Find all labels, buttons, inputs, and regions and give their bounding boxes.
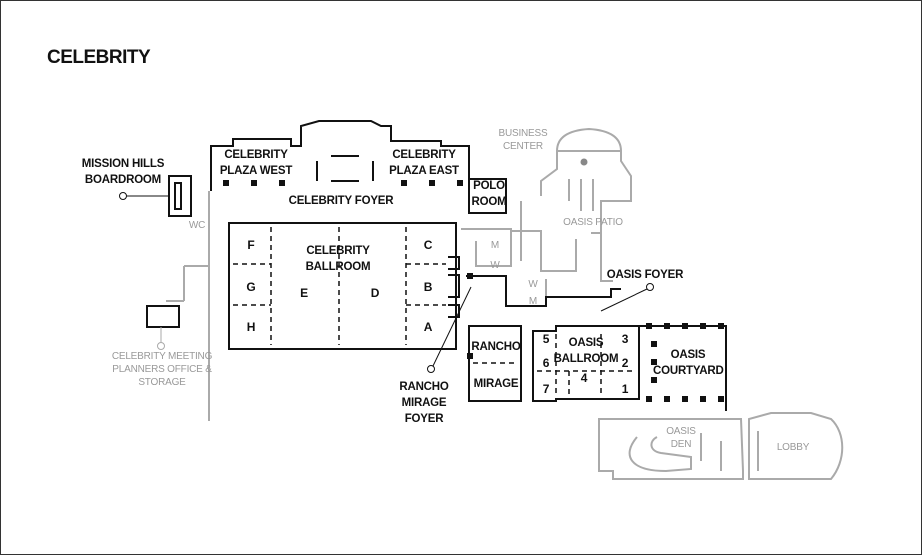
- label-restroom-w2: W: [528, 279, 538, 290]
- oasis-section-7: 7: [542, 382, 550, 396]
- rancho-mirage-outline: [468, 325, 522, 402]
- leader-lines: [119, 192, 654, 373]
- courtyard-columns: [223, 180, 724, 402]
- lobby-outline: [748, 412, 844, 480]
- label-celebrity-plaza-west: CELEBRITY PLAZA WEST: [219, 149, 293, 177]
- polo-room-outline: [468, 178, 507, 214]
- oasis-section-6: 6: [542, 356, 550, 370]
- oasis-den-outline: [598, 418, 744, 480]
- patio-lower: [511, 230, 613, 282]
- label-celebrity-ballroom: CELEBRITY BALLROOM: [305, 245, 371, 273]
- planners-corridor: [166, 265, 209, 302]
- label-lobby: LOBBY: [776, 442, 810, 453]
- plaza-center: [316, 155, 374, 182]
- label-oasis-foyer: OASIS FOYER: [606, 269, 684, 281]
- oasis-den-curve: [628, 436, 692, 473]
- label-celebrity-plaza-east: CELEBRITY PLAZA EAST: [389, 149, 459, 177]
- oasis-foyer-path: [466, 275, 621, 307]
- label-business-center: BUSINESS CENTER: [498, 128, 548, 152]
- ballroom-vertical-dividers: [270, 227, 407, 345]
- boardroom-table: [174, 182, 182, 210]
- oasis-den-walls: [700, 433, 722, 471]
- label-polo-room: POLO ROOM: [471, 180, 507, 208]
- label-oasis-ballroom: OASIS BALLROOM: [553, 337, 619, 365]
- label-restroom-m2: M: [528, 296, 538, 307]
- oasis-section-2: 2: [621, 356, 629, 370]
- oasis-section-1: 1: [621, 382, 629, 396]
- label-restroom-w1: W: [490, 260, 500, 271]
- section-a: A: [423, 320, 433, 334]
- dome: [556, 127, 622, 166]
- label-mirage: MIRAGE: [473, 378, 519, 390]
- ballroom-horizontal-dividers: [233, 263, 446, 306]
- plaza-outline: [210, 120, 470, 191]
- restroom-block: [461, 228, 512, 267]
- label-restroom-m1: M: [490, 240, 500, 251]
- section-f: F: [247, 238, 255, 252]
- label-rancho: RANCHO: [471, 341, 521, 353]
- ballroom-east-stubs: [448, 256, 460, 318]
- section-b: B: [423, 280, 433, 294]
- gray-leader: [157, 327, 165, 350]
- label-oasis-den: OASIS DEN: [666, 426, 696, 450]
- gray-structures: [166, 150, 844, 480]
- section-d: D: [370, 286, 380, 300]
- ballroom-outline: [228, 222, 457, 350]
- label-oasis-patio: OASIS PATIO: [563, 217, 623, 228]
- oasis-section-5: 5: [542, 332, 550, 346]
- black-walls: [146, 120, 727, 411]
- boardroom-outline: [168, 175, 192, 217]
- section-c: C: [423, 238, 433, 252]
- label-planners-office: CELEBRITY MEETING PLANNERS OFFICE & STOR…: [111, 351, 213, 388]
- label-rancho-mirage-foyer: RANCHO MIRAGE FOYER: [399, 381, 449, 425]
- dashed-dividers: [233, 227, 635, 397]
- planners-office-outline: [146, 305, 180, 328]
- map-title: CELEBRITY: [47, 47, 151, 68]
- oasis-ballroom-outline: [532, 325, 640, 402]
- label-celebrity-foyer: CELEBRITY FOYER: [288, 195, 394, 207]
- label-wc: WC: [188, 220, 206, 231]
- oasis-section-3: 3: [621, 332, 629, 346]
- label-oasis-courtyard: OASIS COURTYARD: [653, 349, 724, 377]
- oasis-dividers: [537, 334, 635, 397]
- oasis-section-4: 4: [580, 371, 588, 385]
- section-g: G: [246, 280, 256, 294]
- section-e: E: [300, 286, 308, 300]
- section-h: H: [246, 320, 256, 334]
- oasis-patio-wall: [540, 150, 632, 234]
- label-mission-hills-boardroom: MISSION HILLS BOARDROOM: [81, 158, 165, 186]
- patio-columns: [568, 179, 594, 211]
